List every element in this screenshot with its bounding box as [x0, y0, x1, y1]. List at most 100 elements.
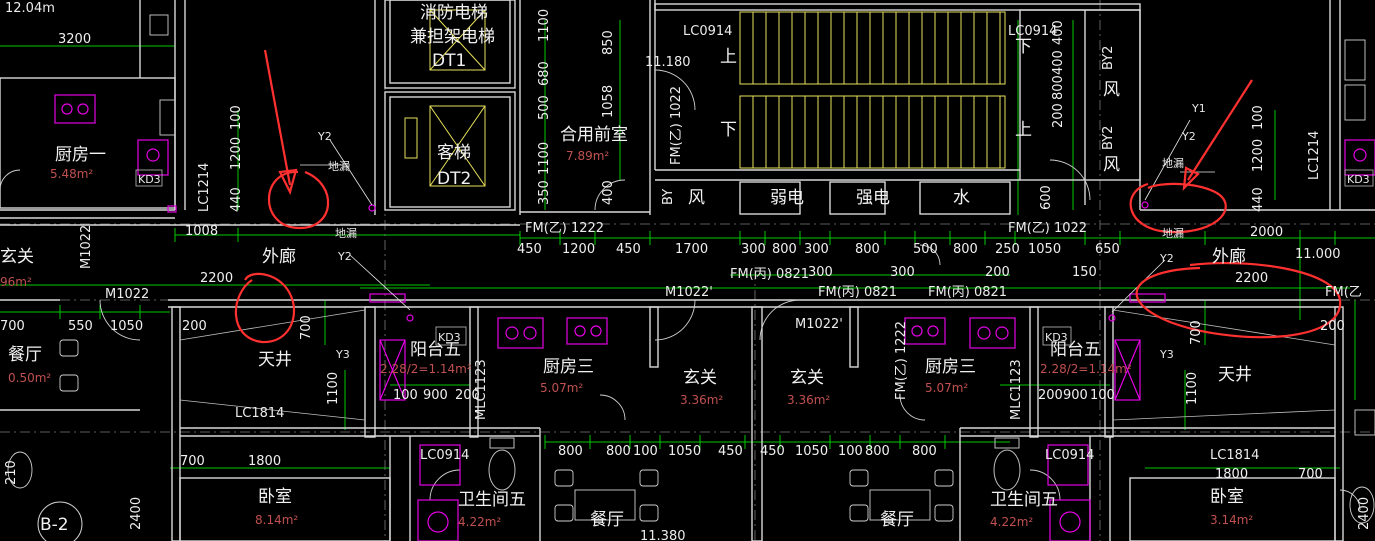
dim-v-1100-b: 1100 — [537, 142, 552, 175]
dim-2000: 2000 — [1250, 225, 1283, 240]
room-skywell-right: 天井 — [1218, 365, 1252, 385]
tag-elevation-d: 11.380 — [640, 529, 686, 541]
tag-lc1814-b: LC1814 — [1210, 448, 1259, 463]
area-balcony-left: 2.28/2=1.14m² — [380, 362, 472, 376]
dim-v-100: 100 — [229, 105, 244, 130]
red-circle-1 — [267, 170, 330, 230]
dim-800-c: 800 — [953, 242, 978, 257]
tag-mlc1123-a: MLC1123 — [474, 359, 489, 420]
tag-fm-vertical-1: FM(乙) 1022 — [669, 86, 684, 165]
room-entry-mid-2: 玄关 — [790, 368, 824, 388]
dim-200-d: 200 — [455, 388, 480, 403]
tag-boxes — [135, 169, 1374, 346]
dim-200-b: 200 — [985, 265, 1010, 280]
area-kitchen3-right: 5.07m² — [925, 381, 968, 395]
label-weak-electric: 弱电 — [770, 188, 804, 208]
dim-800-h: 800 — [912, 444, 937, 459]
label-stair-up-2: 上 — [1015, 120, 1032, 140]
dim-250: 250 — [995, 242, 1020, 257]
label-water: 水 — [953, 188, 970, 208]
tag-m1022-d: M1022' — [795, 317, 843, 332]
dim-2200-b: 2200 — [1235, 271, 1268, 286]
dim-650: 650 — [1095, 242, 1120, 257]
dim-v-2400-b: 2400 — [1357, 497, 1372, 530]
tag-elevation-c: 11.000 — [1295, 247, 1341, 262]
dim-v-200: 200 — [1051, 103, 1066, 128]
area-entry-left: 96m² — [0, 275, 32, 289]
dim-450-a: 450 — [517, 242, 542, 257]
area-bath-left: 4.22m² — [458, 515, 501, 529]
dining-chairs — [554, 469, 954, 522]
tag-fm-0821-c: FM(丙) 0821 — [928, 285, 1007, 300]
dim-1050-c: 1050 — [668, 444, 701, 459]
tag-fm-1022: FM(乙) 1022 — [1008, 221, 1087, 236]
kitchen-fixtures — [54, 94, 1375, 401]
dim-v-700-b: 700 — [299, 315, 314, 340]
dim-800-b: 800 — [855, 242, 880, 257]
dim-800-f: 800 — [606, 444, 631, 459]
tag-kd3-3: KD3 — [1045, 331, 1068, 344]
dim-300-a: 300 — [741, 242, 766, 257]
tag-lc0914-a: LC0914 — [683, 24, 732, 39]
unit-label-circle — [37, 501, 83, 541]
dim-v-210: 210 — [4, 460, 19, 485]
dim-100-a: 100 — [393, 388, 418, 403]
area-kitchen3-left: 5.07m² — [540, 381, 583, 395]
room-dining-mid-2: 餐厅 — [880, 510, 914, 530]
label-passenger-elevator: 客梯 — [437, 143, 471, 163]
tag-y2-a: Y2 — [317, 130, 332, 143]
room-entry-left: 玄关 — [0, 247, 34, 267]
label-unit: B-2 — [40, 515, 69, 535]
area-kitchen1: 5.48m² — [50, 167, 93, 181]
room-balcony-left: 阳台五 — [410, 340, 461, 360]
dim-450-d: 450 — [760, 444, 785, 459]
dim-500: 500 — [913, 242, 938, 257]
tag-m1022-a: M1022 — [105, 287, 149, 302]
label-wind-2: 风 — [1103, 80, 1120, 100]
room-outer-corridor-right: 外廊 — [1212, 247, 1246, 267]
tag-y2-d: Y2 — [1159, 252, 1174, 265]
dim-v-1200: 1200 — [229, 137, 244, 170]
room-kitchen3-right: 厨房三 — [925, 357, 976, 377]
dim-200-e: 200 — [1038, 388, 1063, 403]
elevator-cars — [404, 9, 486, 187]
dim-v-500: 500 — [537, 95, 552, 120]
tag-lc1814-a: LC1814 — [235, 406, 284, 421]
dim-300-d: 300 — [890, 265, 915, 280]
label-fire-elevator: 消防电梯 — [420, 3, 488, 23]
dim-v-700-c: 700 — [1189, 320, 1204, 345]
stair-flight — [739, 95, 1006, 169]
label-floor-drain-2: 地漏 — [335, 227, 357, 240]
dim-v-600: 600 — [1039, 185, 1054, 210]
tag-fm-0821-b: FM(丙) 0821 — [818, 285, 897, 300]
dim-800-a: 800 — [772, 242, 797, 257]
dim-v-850: 850 — [601, 30, 616, 55]
dim-450-b: 450 — [616, 242, 641, 257]
dim-1050-a: 1050 — [110, 319, 143, 334]
dim-v-1100-a2: 1100 — [326, 372, 341, 405]
dim-300-c: 300 — [808, 265, 833, 280]
tag-labels: KD3 KD3 KD3 KD3 LC0914 LC0914 LC0914 LC0… — [5, 1, 1370, 541]
tag-lc0914-c: LC0914 — [420, 448, 469, 463]
dim-100-c: 100 — [633, 444, 658, 459]
red-arrow-2-head — [1182, 166, 1200, 191]
stair-flight — [739, 11, 1006, 85]
dim-700-e: 700 — [1298, 467, 1323, 482]
tag-y2-c: Y2 — [1181, 130, 1196, 143]
label-wind-1: 风 — [688, 188, 705, 208]
tag-elevation-a: 12.04m — [5, 1, 55, 16]
label-passenger-elevator-id: DT2 — [437, 169, 471, 189]
room-bath-left: 卫生间五 — [458, 490, 526, 510]
dim-150: 150 — [1072, 265, 1097, 280]
tag-y3-b: Y3 — [1159, 348, 1174, 361]
label-fire-elevator-id: DT1 — [432, 51, 466, 71]
room-kitchen1: 厨房一 — [55, 145, 106, 165]
label-floor-drain-4: 地漏 — [1162, 227, 1184, 240]
room-bath-right: 卫生间五 — [990, 490, 1058, 510]
tag-lc0914-d: LC0914 — [1045, 448, 1094, 463]
dim-100-b: 100 — [1090, 388, 1115, 403]
area-front-room: 7.89m² — [566, 149, 609, 163]
